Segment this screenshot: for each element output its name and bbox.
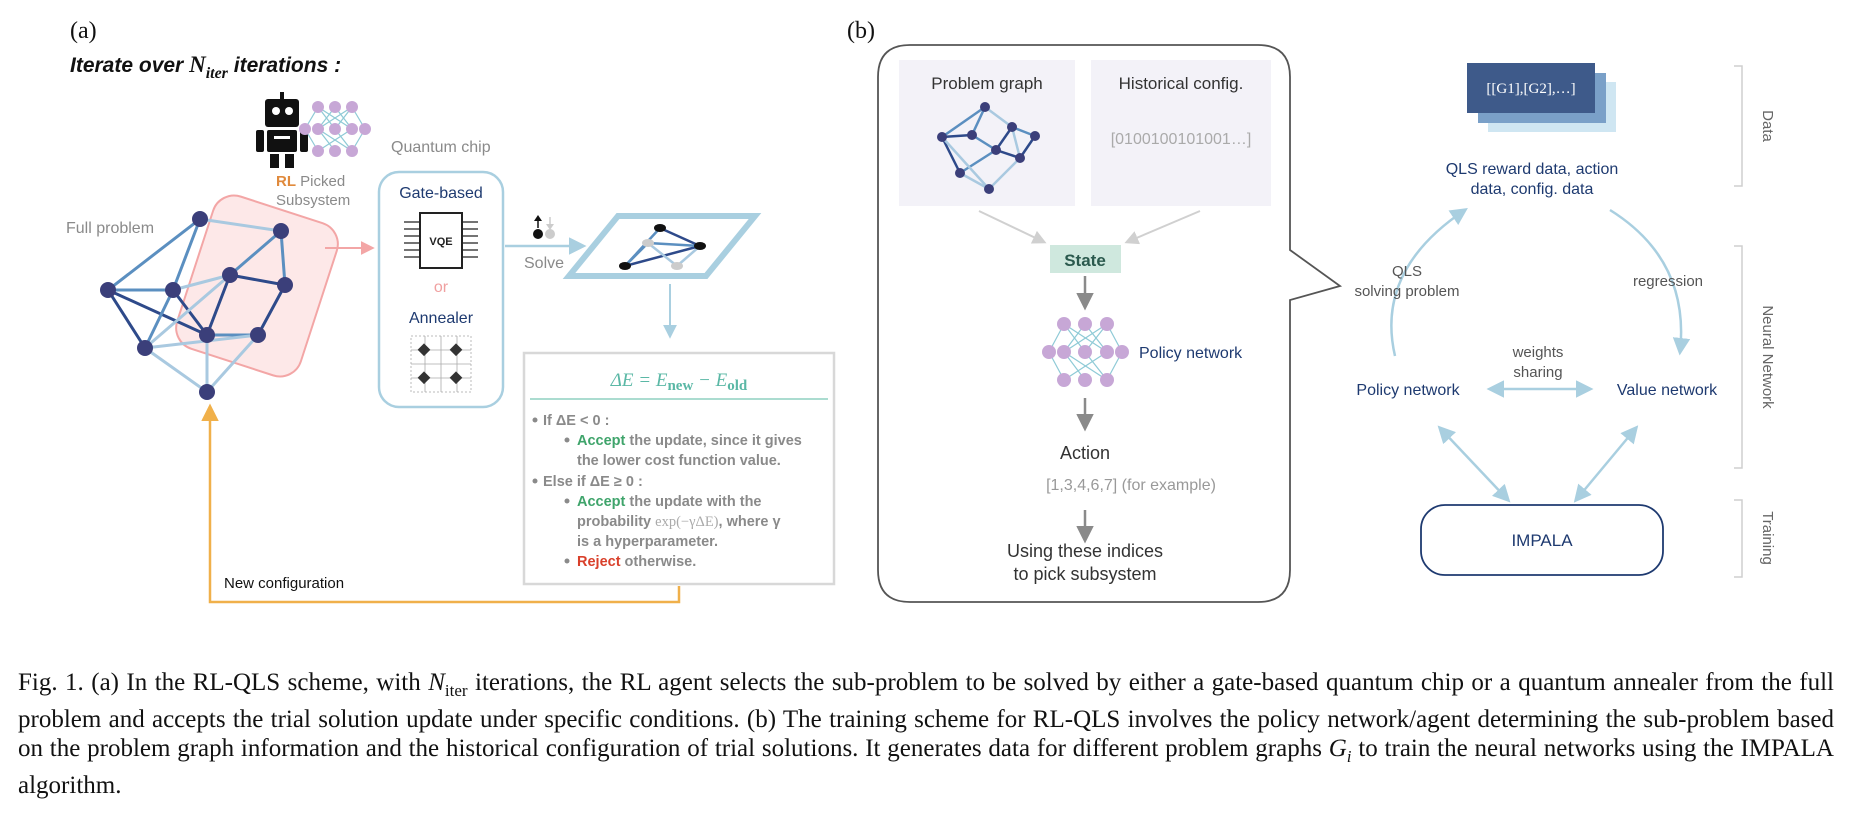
state-box	[1050, 245, 1121, 273]
rule-reject: Reject otherwise.	[577, 554, 696, 570]
spin-state-icon	[533, 215, 555, 239]
full-problem-graph	[100, 211, 293, 400]
rule-accept-1: Accept the update, since it gives	[577, 433, 802, 449]
action-label: Action	[1060, 443, 1110, 463]
new-configuration-label: New configuration	[224, 575, 344, 592]
or-label: or	[434, 279, 449, 296]
rule-elseif-line: Else if ΔE ≥ 0 :	[543, 474, 643, 490]
policy-network-inner-label: Policy network	[1139, 345, 1243, 362]
weights-sharing-line1: weights	[1512, 344, 1564, 361]
annealer-chip-icon	[410, 335, 472, 393]
value-impala-arrow	[1573, 425, 1639, 503]
vqe-chip-icon	[404, 212, 478, 269]
qls-solving-line2: solving problem	[1354, 283, 1459, 300]
policy-network-icon	[1042, 317, 1129, 387]
historical-config-panel	[1091, 60, 1271, 206]
gate-based-label: Gate-based	[399, 185, 483, 202]
data-stack-label: [[G1],[G2],…]	[1486, 81, 1575, 97]
side-label-neural-network: Neural Network	[1759, 305, 1776, 409]
full-problem-label: Full problem	[66, 220, 154, 237]
qls-solving-line1: QLS	[1392, 263, 1422, 280]
impala-label: IMPALA	[1511, 531, 1573, 550]
vqe-label: VQE	[429, 236, 452, 248]
data-stack-icon	[1467, 63, 1616, 132]
rule-accept-2-line2: probability exp(−γΔE), where γ	[577, 514, 781, 530]
using-indices-line1: Using these indices	[1007, 541, 1163, 561]
side-label-training: Training	[1759, 511, 1776, 565]
regression-label: regression	[1633, 273, 1703, 290]
quantum-chip-box	[377, 170, 505, 409]
rule-accept-1-line2: the lower cost function value.	[577, 453, 781, 469]
qls-reward-line2: data, config. data	[1471, 181, 1594, 198]
acceptance-rule-box	[522, 351, 836, 586]
side-label-data: Data	[1759, 110, 1776, 142]
policy-network-label: Policy network	[1356, 382, 1460, 399]
action-example: [1,3,4,6,7] (for example)	[1046, 477, 1216, 494]
qls-solving-arrow	[1390, 208, 1468, 357]
solved-subsystem-plane	[562, 213, 762, 279]
value-network-label: Value network	[1617, 382, 1718, 399]
rule-accept-2: Accept the update with the	[577, 494, 762, 510]
subsystem-label: Subsystem	[276, 192, 350, 209]
impala-box	[1420, 504, 1664, 576]
historical-config-title: Historical config.	[1119, 74, 1244, 93]
new-configuration-loop	[201, 403, 681, 604]
qls-reward-line1: QLS reward data, action	[1446, 161, 1619, 178]
policy-impala-arrow	[1437, 425, 1511, 503]
problem-graph-title: Problem graph	[931, 74, 1043, 93]
figure-caption: Fig. 1. (a) In the RL-QLS scheme, with N…	[18, 668, 1834, 800]
rule-if-line: If ΔE < 0 :	[543, 413, 609, 429]
iterate-heading: Iterate over Niter iterations :	[70, 52, 341, 82]
config-to-state-arrow	[1124, 210, 1201, 245]
delta-e-equation: ΔE = Enew − Eold	[610, 370, 748, 394]
bitstring-value: [0100100101001…]	[1111, 131, 1252, 148]
rule-accept-2-line3: is a hyperparameter.	[577, 534, 718, 550]
weights-sharing-line2: sharing	[1513, 364, 1562, 381]
annealer-label: Annealer	[409, 310, 474, 327]
using-indices-line2: to pick subsystem	[1013, 564, 1156, 584]
panel-a-label: (a)	[70, 18, 97, 44]
neural-network-icon	[299, 101, 371, 157]
solve-label: Solve	[524, 255, 564, 272]
panel-b-label: (b)	[847, 18, 875, 44]
regression-arrow	[1609, 208, 1691, 356]
quantum-chip-label: Quantum chip	[391, 139, 491, 156]
state-label: State	[1064, 251, 1106, 270]
problem-graph-icon	[937, 102, 1040, 194]
robot-icon	[256, 92, 308, 168]
caption-paragraph: Fig. 1. (a) In the RL-QLS scheme, with N…	[18, 669, 1834, 799]
problem-graph-panel	[899, 60, 1075, 206]
graph-to-state-arrow	[978, 210, 1047, 244]
rl-picked-label: RL Picked	[276, 173, 345, 190]
side-brackets	[1734, 65, 1743, 578]
